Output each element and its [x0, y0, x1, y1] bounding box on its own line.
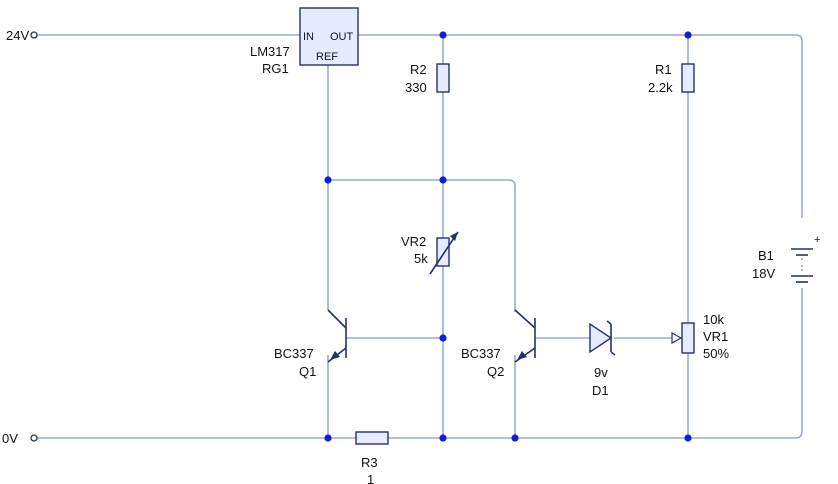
junction-nodes	[324, 31, 692, 442]
transistor-q1[interactable]	[327, 309, 347, 363]
resistor-r1[interactable]	[681, 63, 695, 93]
variable-arrow-icon	[450, 232, 458, 241]
q1-ref-label: Q1	[299, 364, 316, 379]
terminal-0v[interactable]: 0V	[2, 431, 38, 446]
battery-value-label: 18V	[752, 266, 775, 281]
r2-ref-label: R2	[410, 62, 427, 77]
pin-out-label: OUT	[330, 31, 354, 43]
q2-part-label: BC337	[461, 346, 501, 361]
regulator-part-label: LM317	[250, 44, 290, 59]
r1-value-label: 2.2k	[648, 80, 673, 95]
potentiometer-vr1[interactable]	[671, 322, 695, 354]
label-24v: 24V	[6, 28, 29, 43]
d1-value-label: 9v	[594, 365, 608, 380]
vr1-value-label: 10k	[703, 312, 724, 327]
battery-b1[interactable]: +	[791, 218, 820, 288]
battery-ref-label: B1	[758, 248, 774, 263]
r1-ref-label: R1	[655, 62, 672, 77]
resistor-r3[interactable]	[355, 431, 389, 445]
node-gnd-q1	[324, 434, 332, 442]
wiper-arrow-icon	[671, 331, 683, 345]
r3-ref-label: R3	[361, 455, 378, 470]
pin-ref-label: REF	[316, 51, 338, 63]
battery-plus-icon: +	[814, 234, 820, 246]
node-gnd-r1	[684, 434, 692, 442]
d1-ref-label: D1	[592, 383, 609, 398]
transistor-q2[interactable]	[514, 309, 536, 363]
node-ref-mid	[439, 176, 447, 184]
vr2-ref-label: VR2	[401, 234, 426, 249]
label-0v: 0V	[2, 431, 18, 446]
vr1-ref-label: VR1	[703, 329, 728, 344]
emitter-arrow-icon	[330, 351, 340, 360]
vr2-value-label: 5k	[414, 251, 428, 266]
node-q1-base	[439, 334, 447, 342]
q1-part-label: BC337	[274, 346, 314, 361]
pin-in-label: IN	[303, 31, 314, 43]
terminal-24v[interactable]: 24V	[6, 28, 38, 43]
regulator-lm317[interactable]: IN OUT REF	[299, 7, 359, 66]
r2-value-label: 330	[405, 80, 427, 95]
wires	[34, 34, 803, 439]
node-ref-left	[324, 176, 332, 184]
variable-resistor-vr2[interactable]	[429, 231, 459, 275]
node-gnd-q2	[511, 434, 519, 442]
node-top-r2	[439, 31, 447, 39]
node-gnd-vr2	[439, 434, 447, 442]
emitter-arrow-icon	[517, 351, 527, 360]
node-top-r1	[684, 31, 692, 39]
r3-value-label: 1	[367, 472, 374, 484]
vr1-setting-label: 50%	[703, 346, 729, 361]
resistor-r2[interactable]	[436, 63, 450, 93]
zener-diode-d1[interactable]	[589, 320, 616, 356]
regulator-ref-label: RG1	[262, 61, 289, 76]
q2-ref-label: Q2	[487, 364, 504, 379]
